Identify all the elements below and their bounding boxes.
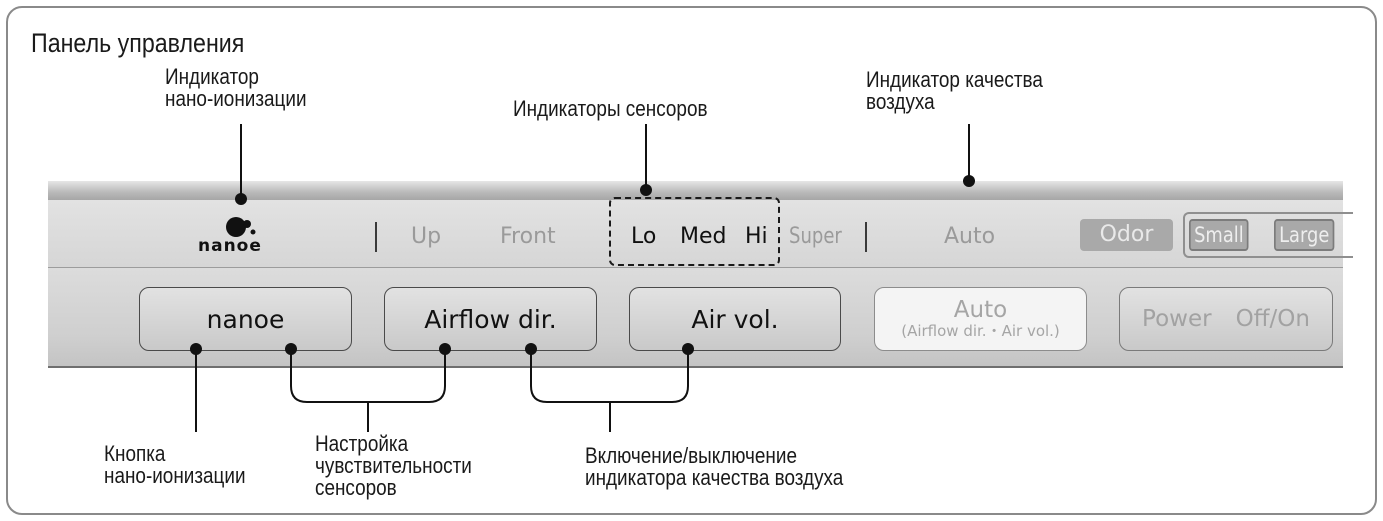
marker-nanoe-button-right: [285, 343, 297, 355]
bracket-air-quality-toggle: [530, 350, 689, 403]
air-vol-button[interactable]: Air vol.: [629, 287, 841, 351]
indicator-hi: Hi: [745, 224, 768, 249]
auto-button[interactable]: Auto (Airflow dir.・Air vol.): [874, 287, 1087, 351]
indicator-lo: Lo: [631, 224, 657, 249]
indicator-front: Front: [500, 224, 556, 249]
figure-frame: [6, 6, 1377, 515]
power-button[interactable]: Power Off/On: [1119, 287, 1333, 351]
callout-air-quality-indicator: Индикатор качества воздуха: [866, 67, 1043, 114]
separator-2: [865, 222, 867, 252]
indicator-small: Small: [1189, 219, 1249, 251]
indicator-med: Med: [680, 224, 727, 249]
marker-airflow-button-right: [525, 343, 537, 355]
marker-airflow-button-left: [439, 343, 451, 355]
power-button-label: Power: [1142, 306, 1212, 332]
size-indicator-group: [1183, 212, 1353, 258]
bracket-sensor-sensitivity: [290, 350, 446, 403]
callout-nanoe-button: Кнопка нано-ионизации: [104, 441, 246, 488]
auto-button-sublabel: (Airflow dir.・Air vol.): [901, 322, 1060, 340]
marker-sensor-indicators: [640, 184, 652, 196]
callout-sensor-indicators: Индикаторы сенсоров: [513, 96, 708, 121]
nanoe-button[interactable]: nanoe: [139, 287, 352, 351]
indicator-large: Large: [1274, 219, 1335, 251]
indicator-odor: Odor: [1080, 219, 1173, 251]
callout-sensor-sensitivity: Настройка чувствительности сенсоров: [315, 431, 472, 500]
callout-nanoe-indicator: Индикатор нано-ионизации: [165, 64, 307, 111]
marker-nanoe-button: [190, 343, 202, 355]
callout-air-quality-toggle: Включение/выключение индикатора качества…: [585, 443, 844, 490]
nanoe-logo-icon: [198, 210, 288, 262]
marker-air-vol-button: [682, 343, 694, 355]
nanoe-logo-text: nanoe: [198, 236, 262, 256]
marker-air-quality-indicator: [963, 175, 975, 187]
auto-button-label: Auto: [953, 297, 1008, 323]
sensor-indicators-highlight: [609, 197, 780, 266]
panel-top-strip: [48, 181, 1343, 200]
separator-1: [375, 222, 377, 252]
marker-nanoe-indicator: [235, 193, 247, 205]
indicator-up: Up: [411, 224, 442, 249]
airflow-dir-button[interactable]: Airflow dir.: [384, 287, 597, 351]
power-button-offon: Off/On: [1235, 306, 1310, 332]
diagram-title: Панель управления: [31, 28, 245, 58]
indicator-super: Super: [789, 224, 842, 249]
indicator-auto: Auto: [944, 224, 996, 249]
